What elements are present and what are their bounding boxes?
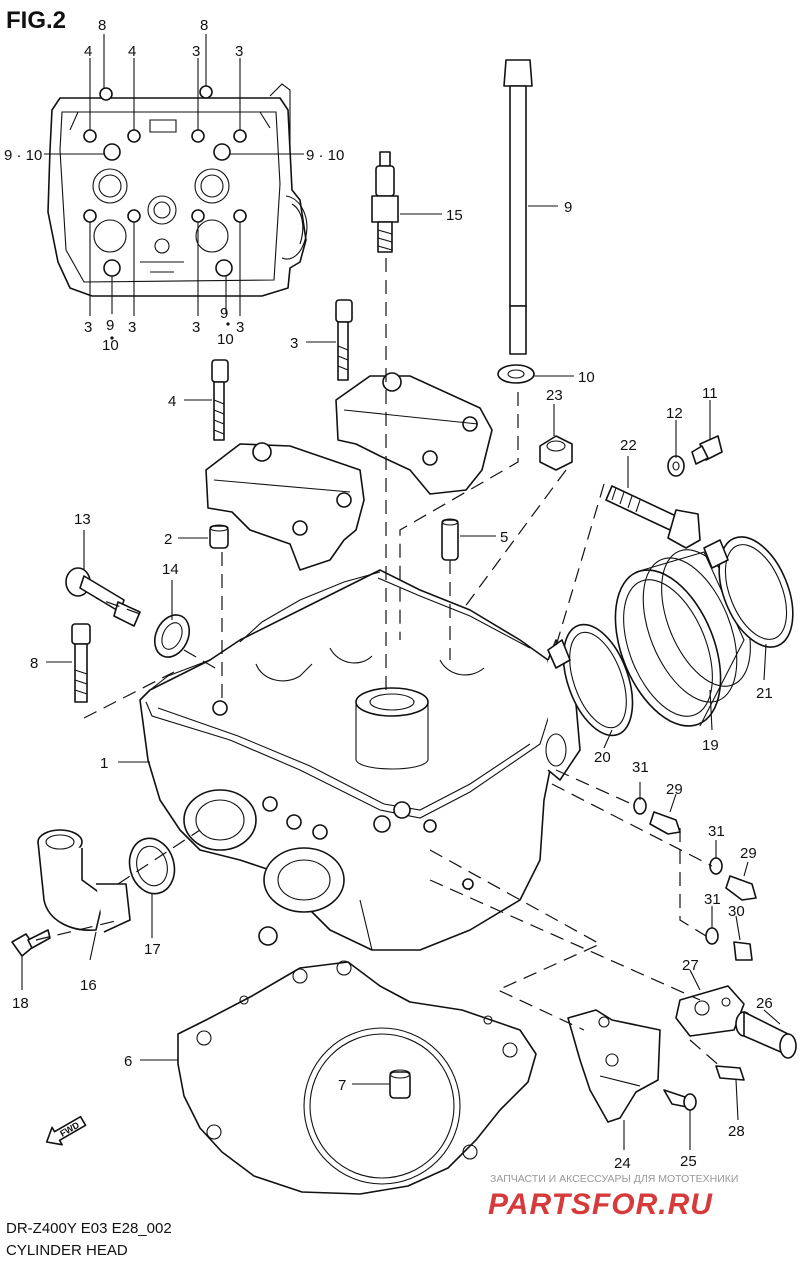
washer-31c — [705, 927, 719, 945]
watermark-logo: PARTSFOR.RU — [488, 1188, 713, 1221]
bolt-11 — [691, 435, 723, 465]
water-outlet-16 — [37, 829, 131, 933]
callout-10: 10 — [217, 331, 234, 348]
watermark-tagline: ЗАПЧАСТИ И АКСЕССУАРЫ ДЛЯ МОТОТЕХНИКИ — [490, 1173, 738, 1185]
callout-8: 8 — [200, 17, 208, 34]
bolt-28 — [715, 1065, 745, 1081]
watermark: ЗАПЧАСТИ И АКСЕССУАРЫ ДЛЯ МОТОТЕХНИКИ PA… — [488, 1173, 738, 1221]
callout-4: 4 — [168, 393, 176, 410]
callout-5: 5 — [500, 529, 508, 546]
callout-29: 29 — [740, 845, 757, 862]
callout-16: 16 — [80, 977, 97, 994]
cylinder-head — [139, 569, 581, 951]
callout-9: 9 — [106, 317, 114, 334]
callout-13: 13 — [74, 511, 91, 528]
assembly-lines — [35, 258, 723, 1069]
callout-labels: 1 2 3 4 5 6 7 8 9 10 11 12 13 14 15 16 1… — [12, 199, 773, 1172]
callout-30: 30 — [728, 903, 745, 920]
callout-3: 3 — [84, 319, 92, 336]
callout-8: 8 — [98, 17, 106, 34]
callout-14: 14 — [162, 561, 179, 578]
fitting-26 — [735, 1011, 797, 1059]
callout-15: 15 — [446, 207, 463, 224]
callout-31: 31 — [704, 891, 721, 908]
inset-callout-labels: 8 8 4 4 3 3 9 · 10 9 · 10 3 9 10 3 3 9 1… — [4, 17, 344, 354]
bolt-30 — [733, 941, 753, 961]
callout-3: 3 — [290, 335, 298, 352]
inset-head-top-view — [47, 83, 308, 297]
dowel-7 — [389, 1069, 411, 1099]
leader-lines — [21, 205, 781, 1150]
dowel-2 — [209, 524, 229, 549]
callout-17: 17 — [144, 941, 161, 958]
stud-bolt-9 — [503, 59, 533, 355]
callout-26: 26 — [756, 995, 773, 1012]
callout-11: 11 — [702, 385, 718, 402]
callout-9-10: 9 · 10 — [4, 147, 42, 164]
bracket-24 — [567, 1009, 661, 1123]
callout-27: 27 — [682, 957, 699, 974]
callout-22: 22 — [620, 437, 637, 454]
callout-3: 3 — [235, 43, 243, 60]
callout-3: 3 — [192, 43, 200, 60]
callout-8: 8 — [30, 655, 38, 672]
callout-9-10: 9 · 10 — [306, 147, 344, 164]
callout-24: 24 — [614, 1155, 631, 1172]
o-ring-14 — [153, 614, 191, 658]
fitting-29b — [725, 875, 757, 901]
callout-6: 6 — [124, 1053, 132, 1070]
callout-3: 3 — [192, 319, 200, 336]
callout-2: 2 — [164, 531, 172, 548]
callout-4: 4 — [84, 43, 92, 60]
callout-3: 3 — [128, 319, 136, 336]
washer-31a — [633, 797, 647, 815]
washer-12 — [667, 455, 685, 477]
callout-29: 29 — [666, 781, 683, 798]
callout-18: 18 — [12, 995, 29, 1012]
callout-9: 9 — [220, 305, 228, 322]
head-gasket-6 — [177, 960, 537, 1195]
diagram-title: CYLINDER HEAD — [6, 1242, 128, 1259]
guide-5 — [441, 518, 459, 561]
model-code: DR-Z400Y E03 E28_002 — [6, 1220, 172, 1237]
inset-leaders — [44, 34, 304, 316]
callout-4: 4 — [128, 43, 136, 60]
callout-20: 20 — [594, 749, 611, 766]
callout-12: 12 — [666, 405, 683, 422]
callout-19: 19 — [702, 737, 719, 754]
callout-7: 7 — [338, 1077, 346, 1094]
bolt-13 — [65, 567, 141, 627]
callout-1: 1 — [100, 755, 108, 772]
clamp-20 — [547, 623, 634, 737]
callout-9: 9 — [564, 199, 572, 216]
callout-25: 25 — [680, 1153, 697, 1170]
callout-31: 31 — [632, 759, 649, 776]
fwd-arrow-icon: FWD — [45, 1115, 87, 1146]
figure-label: FIG.2 — [6, 7, 66, 34]
clamp-21 — [703, 536, 794, 648]
bolt-3 — [335, 299, 353, 381]
callout-23: 23 — [546, 387, 563, 404]
bolt-18 — [11, 929, 51, 957]
washer-10 — [497, 364, 535, 384]
nut-23 — [539, 435, 573, 471]
flange-27 — [675, 985, 745, 1037]
fitting-29a — [649, 811, 681, 835]
callout-28: 28 — [728, 1123, 745, 1140]
camshaft-holder-left — [205, 442, 365, 571]
gasket-17 — [128, 837, 176, 895]
bolt-8 — [71, 623, 91, 703]
callout-10: 10 — [578, 369, 595, 386]
spark-plug-15 — [371, 151, 399, 253]
bolt-4 — [211, 359, 229, 441]
bolt-25 — [663, 1089, 697, 1111]
callout-31: 31 — [708, 823, 725, 840]
bolt-22 — [605, 485, 701, 549]
callout-10: 10 — [102, 337, 119, 354]
callout-21: 21 — [756, 685, 773, 702]
camshaft-holder-right — [335, 372, 493, 495]
callout-3: 3 — [236, 319, 244, 336]
